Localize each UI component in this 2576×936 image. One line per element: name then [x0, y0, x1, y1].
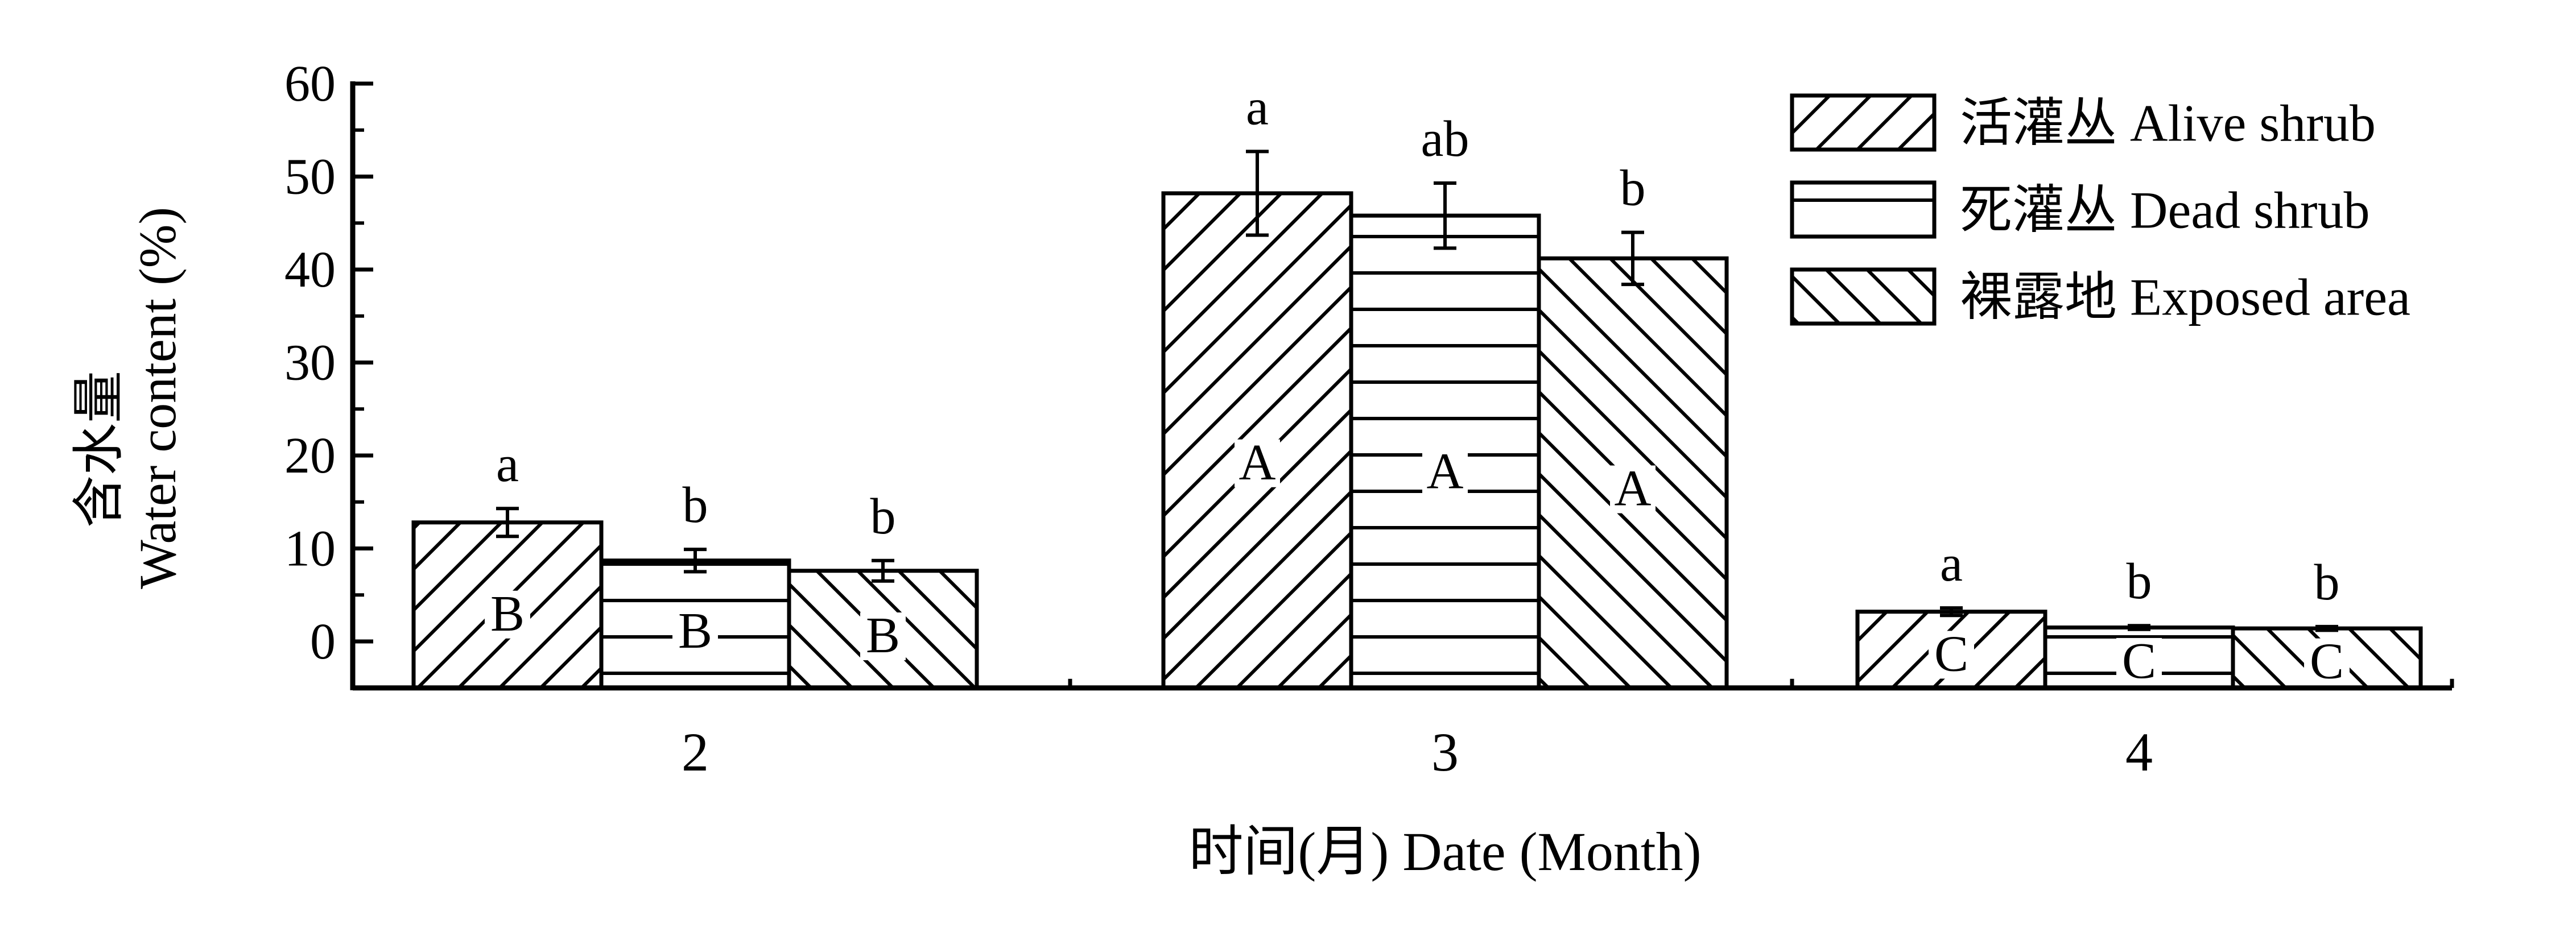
error-bar-2-series-2 — [684, 548, 707, 574]
sig-lower-2-series-2: b — [683, 477, 708, 533]
sig-upper-2-series-2: B — [678, 603, 712, 659]
sig-lower-3-series-2: ab — [1421, 111, 1469, 167]
sig-upper-bg-4-series-1 — [1929, 631, 1974, 679]
sig-upper-bg-3-series-3 — [1610, 465, 1656, 513]
sig-upper-3-series-2: A — [1427, 443, 1464, 499]
legend-label-1: 活灌丛 Alive shrub — [1960, 94, 2376, 152]
legend-item-2: 死灌丛 Dead shrub — [1790, 180, 2370, 239]
legend-item-1: 活灌丛 Alive shrub — [1790, 93, 2376, 152]
error-bar-2-series-1 — [496, 507, 519, 539]
legend-swatch-1 — [1790, 93, 1937, 152]
error-bar-4-series-3 — [2315, 624, 2338, 632]
sig-upper-bg-3-series-1 — [1235, 439, 1280, 487]
error-bar-3-series-1 — [1246, 150, 1269, 237]
error-bars-layer — [496, 150, 2338, 632]
y-tick-label-30: 30 — [284, 335, 336, 391]
error-bar-3-series-2 — [1434, 181, 1456, 250]
sig-upper-2-series-1: B — [490, 586, 525, 642]
sig-upper-3-series-3: A — [1615, 461, 1652, 517]
legend-label-2: 死灌丛 Dead shrub — [1960, 181, 2370, 239]
legend-swatch-3 — [1790, 267, 1937, 326]
x-tick-label-4: 4 — [2125, 722, 2153, 782]
error-bar-2-series-3 — [872, 558, 894, 583]
x-tick-label-3: 3 — [1431, 722, 1459, 782]
axes-layer: 0 10 20 30 40 50 60 2 3 4 — [284, 56, 2454, 782]
y-tick-label-20: 20 — [284, 428, 336, 484]
y-tick-label-0: 0 — [310, 614, 336, 670]
sig-lower-4-series-3: b — [2314, 554, 2340, 611]
error-bar-4-series-2 — [2128, 624, 2150, 631]
sig-upper-bg-3-series-2 — [1422, 448, 1468, 496]
sig-lower-2-series-1: a — [496, 436, 519, 492]
sig-lower-4-series-2: b — [2127, 553, 2152, 610]
y-axis-label-chinese: 含水量 — [70, 371, 128, 528]
sig-lower-2-series-3: b — [870, 488, 896, 545]
sig-upper-bg-4-series-2 — [2116, 637, 2162, 686]
sig-lower-3-series-1: a — [1246, 79, 1269, 135]
legend-label-3: 裸露地 Exposed area — [1960, 268, 2410, 326]
sig-upper-3-series-1: A — [1239, 434, 1276, 491]
x-axis-label: 时间(月) Date (Month) — [1188, 821, 1701, 882]
error-bar-3-series-3 — [1621, 230, 1644, 287]
legend-item-3: 裸露地 Exposed area — [1790, 267, 2410, 326]
sig-upper-bg-2-series-2 — [672, 607, 718, 656]
legend-swatch-2 — [1790, 180, 1937, 239]
y-tick-label-40: 40 — [284, 242, 336, 298]
y-tick-label-60: 60 — [284, 56, 336, 112]
sig-upper-2-series-3: B — [866, 607, 900, 664]
sig-upper-bg-2-series-3 — [860, 612, 906, 661]
legend: 活灌丛 Alive shrub 死灌丛 Dead shrub 裸露地 Exposed… — [1790, 93, 2410, 326]
y-axis-label: Water content (%) — [129, 207, 187, 589]
y-tick-label-10: 10 — [284, 521, 336, 577]
error-bar-4-series-1 — [1940, 606, 1963, 618]
sig-upper-4-series-2: C — [2122, 633, 2156, 689]
sig-upper-4-series-1: C — [1934, 626, 1968, 682]
sig-upper-4-series-3: C — [2310, 633, 2344, 690]
sig-upper-bg-4-series-3 — [2304, 638, 2350, 686]
sig-upper-bg-2-series-1 — [485, 590, 530, 639]
sig-lower-3-series-3: b — [1620, 160, 1646, 217]
x-tick-label-2: 2 — [682, 722, 709, 782]
sig-lower-4-series-1: a — [1940, 536, 1963, 592]
y-tick-label-50: 50 — [284, 149, 336, 205]
